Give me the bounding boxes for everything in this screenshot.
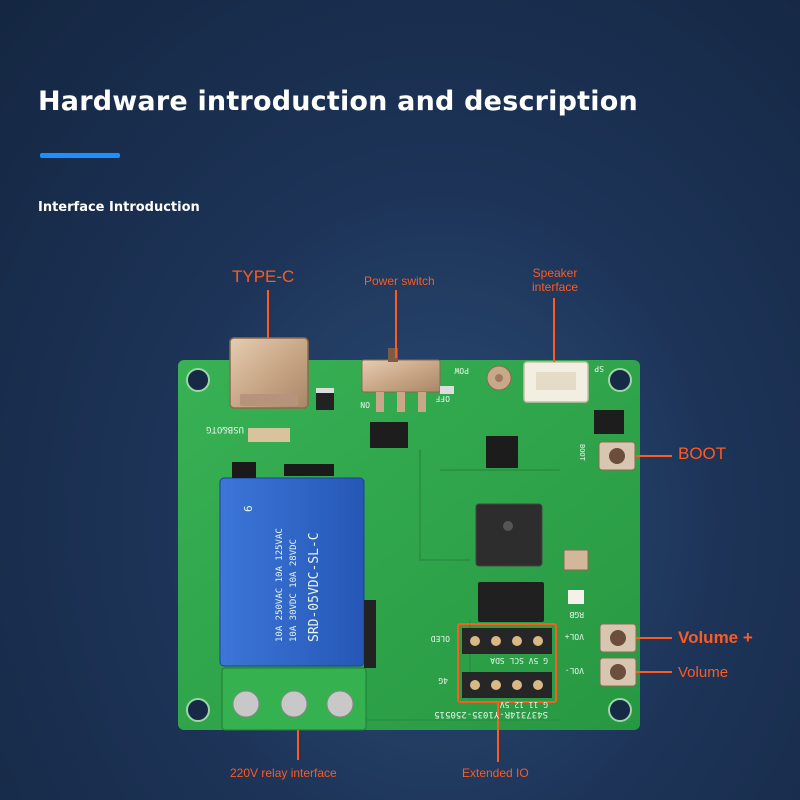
- label-speaker-line2: interface: [531, 280, 579, 294]
- silk-vol-minus: VOL-: [565, 666, 584, 675]
- label-speaker-line1: Speaker: [532, 266, 578, 280]
- relay-label-group: 6 10A 250VAC 10A 125VAC 10A 30VDC 10A 28…: [242, 505, 322, 642]
- relay: [219, 477, 365, 667]
- relay-model: SRD-05VDC-SL-C: [307, 532, 322, 642]
- mount-hole: [608, 368, 632, 392]
- silk-usb-otg: USB&OTG: [206, 424, 244, 434]
- silk-4g: 4G: [438, 676, 448, 685]
- label-volume-plus: Volume +: [678, 628, 753, 647]
- power-switch: [361, 359, 441, 393]
- mount-hole: [186, 368, 210, 392]
- silk-serial: S437314R-Y1035-250515: [434, 709, 548, 719]
- silk-on: ON: [360, 400, 370, 409]
- label-boot: BOOT: [678, 444, 727, 463]
- title-underline: [40, 153, 120, 158]
- main-mcu-chip: [475, 503, 543, 567]
- mount-hole: [186, 698, 210, 722]
- silk-rgb: RGB: [569, 610, 584, 619]
- silk-io-row1: G 5V SCL SDA: [490, 656, 548, 665]
- silk-sp: SP: [594, 364, 604, 373]
- mount-hole: [608, 698, 632, 722]
- label-speaker-interface: Speaker interface: [520, 266, 590, 294]
- silk-oled: OLED: [431, 634, 450, 643]
- page-title: Hardware introduction and description: [38, 86, 638, 117]
- label-type-c: TYPE-C: [232, 267, 295, 286]
- label-relay-interface: 220V relay interface: [230, 766, 337, 780]
- silk-pow: POW: [454, 366, 469, 375]
- silk-vol-plus: VOL+: [565, 632, 584, 641]
- label-volume-minus: Volume: [678, 664, 729, 681]
- relay-rating-line2: 10A 30VDC 10A 28VDC: [289, 539, 299, 642]
- silk-off: OFF: [435, 394, 450, 403]
- relay-brand-num: 6: [242, 505, 255, 512]
- section-subtitle: Interface Introduction: [38, 200, 200, 215]
- silk-io-row2: G 11 12 5V: [500, 700, 548, 709]
- label-extended-io: Extended IO: [462, 766, 529, 780]
- relay-rating-line1: 10A 250VAC 10A 125VAC: [275, 528, 285, 642]
- silk-boot: BOOT: [578, 444, 586, 462]
- flash-chip: [478, 582, 544, 622]
- label-power-switch: Power switch: [364, 274, 435, 288]
